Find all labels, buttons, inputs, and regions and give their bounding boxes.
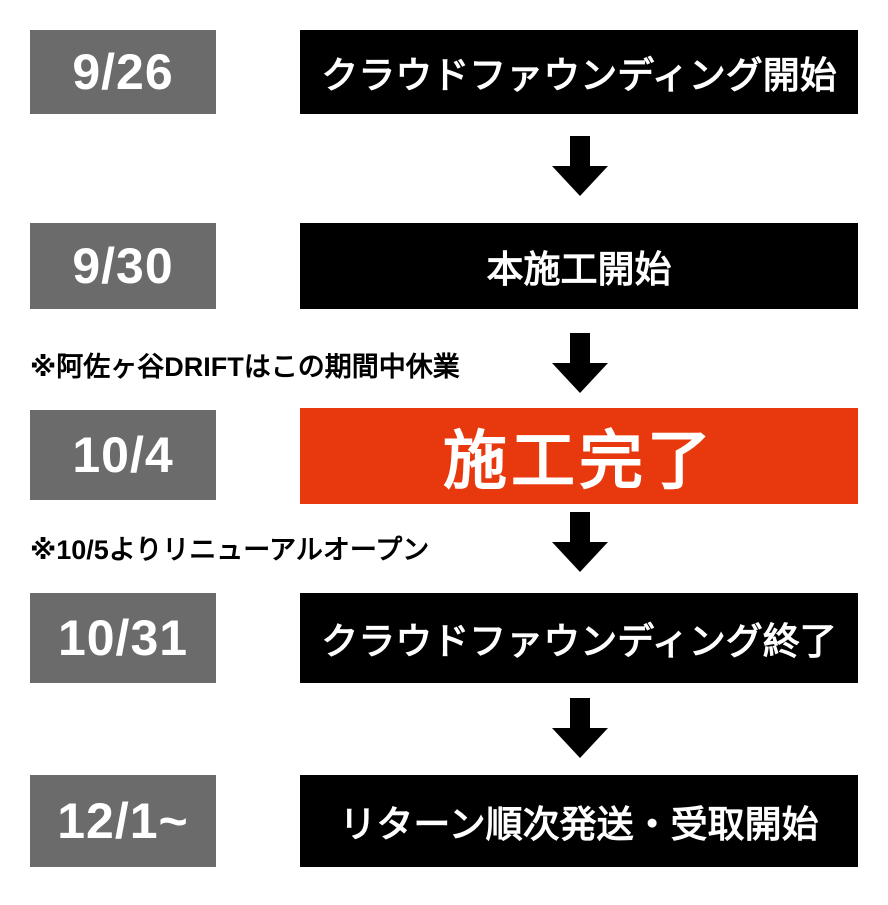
step-box-crowdfunding-end: クラウドファウンディング終了 [300,593,858,683]
date-label-2: 9/30 [72,238,174,294]
step-label-5: リターン順次発送・受取開始 [339,804,819,845]
step-label-3: 施工完了 [443,425,715,497]
step-label-2: 本施工開始 [486,249,672,290]
step-label-4: クラウドファウンディング終了 [321,621,837,662]
date-label-1: 9/26 [72,44,174,100]
note-renewal-open: ※10/5よりリニューアルオープン [30,535,430,565]
date-box-1: 9/26 [30,30,216,114]
arrow-head [552,363,608,393]
date-label-4: 10/31 [57,610,189,666]
down-arrow-icon-2 [552,333,608,393]
date-box-3: 10/4 [30,410,216,500]
note-closure: ※阿佐ヶ谷DRIFTはこの期間中休業 [30,352,460,382]
step-box-construction-start: 本施工開始 [300,223,858,309]
down-arrow-icon-1 [552,136,608,196]
step-label-1: クラウドファウンディング開始 [321,55,837,96]
arrow-stem [570,333,590,363]
step-box-returns-shipping: リターン順次発送・受取開始 [300,775,858,867]
step-box-construction-complete: 施工完了 [300,408,858,504]
down-arrow-icon-4 [552,698,608,758]
date-label-3: 10/4 [72,427,174,483]
date-box-5: 12/1~ [30,775,216,867]
down-arrow-icon-3 [552,512,608,572]
date-box-4: 10/31 [30,593,216,683]
arrow-stem [570,512,590,542]
date-box-2: 9/30 [30,223,216,309]
arrow-stem [570,698,590,728]
arrow-stem [570,136,590,166]
arrow-head [552,728,608,758]
date-label-5: 12/1~ [57,793,189,849]
arrow-head [552,542,608,572]
step-box-crowdfunding-start: クラウドファウンディング開始 [300,30,858,114]
arrow-head [552,166,608,196]
